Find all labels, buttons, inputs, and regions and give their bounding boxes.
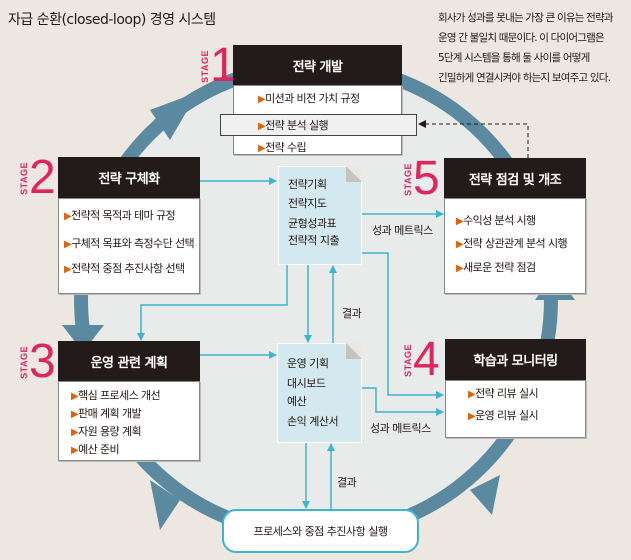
stage-word: STAGE (200, 49, 210, 83)
page-title: 자급 순환(closed-loop) 경영 시스템 (8, 12, 216, 28)
stage-3-item: ▶자원 용량 계획 (71, 425, 142, 438)
metrics-label: 성과 메트릭스 (370, 422, 431, 435)
description-line: 회사가 성과를 못내는 가장 큰 이유는 전략과 (438, 12, 614, 24)
stage-3-item: ▶예산 준비 (71, 443, 120, 456)
stage-3-item: ▶핵심 프로세스 개선 (71, 389, 161, 402)
description-line: 운영 간 불일치 때문이다. 이 다이어그램은 (438, 32, 605, 44)
stage-3-list (58, 381, 200, 461)
stage-1-header: 전략 개발 (233, 45, 402, 85)
stage-5-item: ▶전략 상관관계 분석 시행 (456, 237, 568, 250)
stage-2-header: 전략 구체화 (58, 157, 200, 198)
doc-line: 대시보드 (287, 377, 326, 390)
doc-line: 전략적 지출 (288, 234, 340, 247)
feedback-dashed-arrow (418, 120, 529, 158)
cycle-arrow-lower-left (150, 480, 180, 530)
doc-line: 운영 기획 (287, 357, 329, 370)
stage-5-item: ▶수익성 분석 시행 (456, 214, 536, 227)
cycle-arrow-left (62, 325, 104, 352)
flow-doc1-to-stage4 (362, 252, 444, 399)
execution-box: 프로세스와 중점 추진사항 실행 (222, 509, 419, 553)
stage-2-list (58, 198, 200, 294)
stage-2-item: ▶전략적 목적과 테마 규정 (64, 209, 176, 222)
doc-line: 손익 계산서 (287, 415, 339, 428)
folded-corner-icon (346, 343, 362, 359)
stage-1-item: ▶미션과 비전 가치 규정 (258, 92, 360, 105)
flow-doc2-to-stage4 (362, 387, 444, 416)
doc-line: 전략지도 (288, 197, 327, 210)
stage-number: 1 (210, 39, 237, 92)
result-label: 결과 (337, 476, 357, 489)
cycle-arrow-upper-left (150, 92, 198, 140)
stage-2-item: ▶전략적 중점 추진사항 선택 (64, 262, 185, 275)
stage-2-item: ▶구체적 목표와 측정수단 선택 (64, 237, 195, 250)
description-line: 긴밀하게 연결시켜야 하는지 보여주고 있다. (438, 72, 611, 84)
stage-3-header: 운영 관련 계획 (58, 341, 200, 381)
description: 회사가 성과를 못내는 가장 큰 이유는 전략과 운영 간 불일치 때문이다. … (438, 8, 628, 88)
stage-5-list (444, 198, 586, 294)
cycle-arrow-lower-right (470, 475, 500, 515)
stage-4-item: ▶전략 리뷰 실시 (468, 387, 539, 400)
flow-doc1-to-stage3 (137, 265, 288, 341)
doc-line: 예산 (287, 395, 307, 408)
stage-4-item: ▶운영 리뷰 실시 (468, 409, 539, 422)
cycle-arrowheads (62, 92, 575, 530)
stage-5-header: 전략 점검 및 개조 (444, 158, 586, 198)
stage-5-item: ▶새로운 전략 점검 (456, 261, 536, 274)
result-label: 결과 (342, 307, 362, 320)
stage-4-header: 학습과 모니터링 (445, 339, 586, 380)
stage-4-list (445, 380, 586, 438)
doc-line: 균형성과표 (288, 217, 337, 230)
stage-1-item: ▶전략 분석 실행 (258, 119, 329, 132)
stage-1-item: ▶전략 수립 (258, 141, 307, 154)
folded-corner-icon (346, 166, 362, 182)
stage-3-item: ▶판매 계획 개발 (71, 407, 142, 420)
metrics-label: 성과 메트릭스 (372, 224, 433, 237)
operations-plan-document: 운영 기획 대시보드 예산 손익 계산서 (277, 343, 362, 443)
doc-line: 전략기획 (288, 178, 327, 191)
highlight-box (220, 114, 417, 136)
strategy-plan-document: 전략기획 전략지도 균형성과표 전략적 지출 (278, 166, 362, 265)
description-line: 5단계 시스템을 통해 둘 사이를 어떻게 (438, 52, 590, 64)
